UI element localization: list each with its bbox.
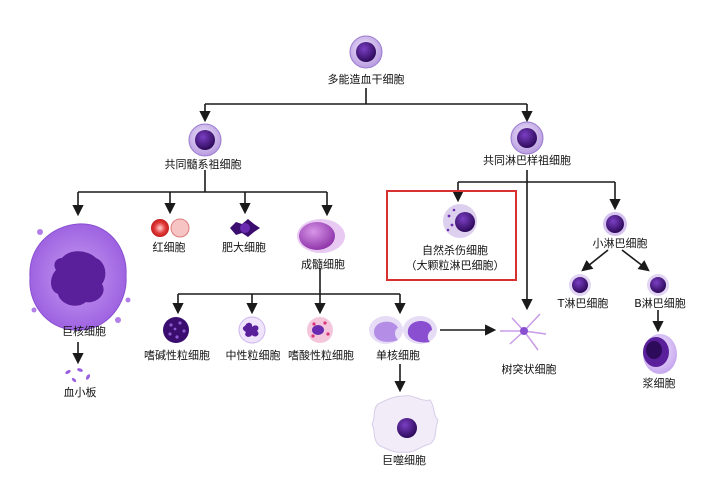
dendritic-cell [500, 313, 547, 351]
label-small-lymph: 小淋巴细胞 [592, 237, 648, 250]
label-neutrophil: 中性粒细胞 [225, 349, 281, 362]
plasma-cell [643, 334, 677, 374]
label-basophil: 嗜碱性粒细胞 [144, 349, 210, 362]
arrow-to-t-cell [581, 249, 609, 272]
mast-cell [230, 219, 260, 237]
label-b-cell: B淋巴细胞 [634, 297, 686, 310]
label-plasma: 浆细胞 [642, 377, 676, 390]
macrophage-cell [371, 395, 439, 453]
label-t-cell: T淋巴细胞 [557, 297, 609, 310]
label-nk-line2: （大颗粒淋巴细胞） [405, 259, 505, 272]
label-platelet: 血小板 [63, 386, 97, 399]
label-megakaryocyte: 巨核细胞 [62, 325, 106, 338]
label-nk-line1: 自然杀伤细胞 [422, 244, 488, 257]
arrow-to-b-cell [621, 249, 650, 272]
b-cell [647, 274, 669, 296]
small-lymph-cell [603, 212, 627, 236]
cmp-cell [188, 123, 222, 157]
nk-highlight-box [386, 190, 517, 281]
eosinophil-cell [307, 317, 333, 343]
label-myeloblast: 成髓细胞 [301, 258, 345, 271]
myeloblast-cell [297, 219, 345, 253]
label-macrophage: 巨噬细胞 [382, 454, 426, 467]
hsc-cell [349, 35, 383, 69]
platelet-cells [65, 368, 91, 382]
label-rbc: 红细胞 [152, 241, 186, 254]
label-mast: 肥大细胞 [222, 241, 266, 254]
basophil-cell [163, 317, 189, 343]
rbc-cells [151, 218, 190, 238]
connectors [72, 88, 664, 393]
label-eosinophil: 嗜酸性粒细胞 [288, 349, 354, 362]
neutrophil-cell [238, 316, 266, 344]
t-cell [569, 274, 591, 296]
label-clp: 共同淋巴样祖细胞 [483, 154, 571, 167]
label-hsc: 多能造血干细胞 [327, 73, 405, 86]
nk-cell [443, 204, 477, 238]
label-dendritic: 树突状细胞 [501, 363, 557, 376]
megakaryocyte-cell [29, 223, 131, 331]
label-cmp: 共同髓系祖细胞 [164, 158, 242, 171]
monocyte-cells [369, 316, 437, 344]
label-monocyte: 单核细胞 [376, 349, 420, 362]
clp-cell [510, 121, 544, 155]
